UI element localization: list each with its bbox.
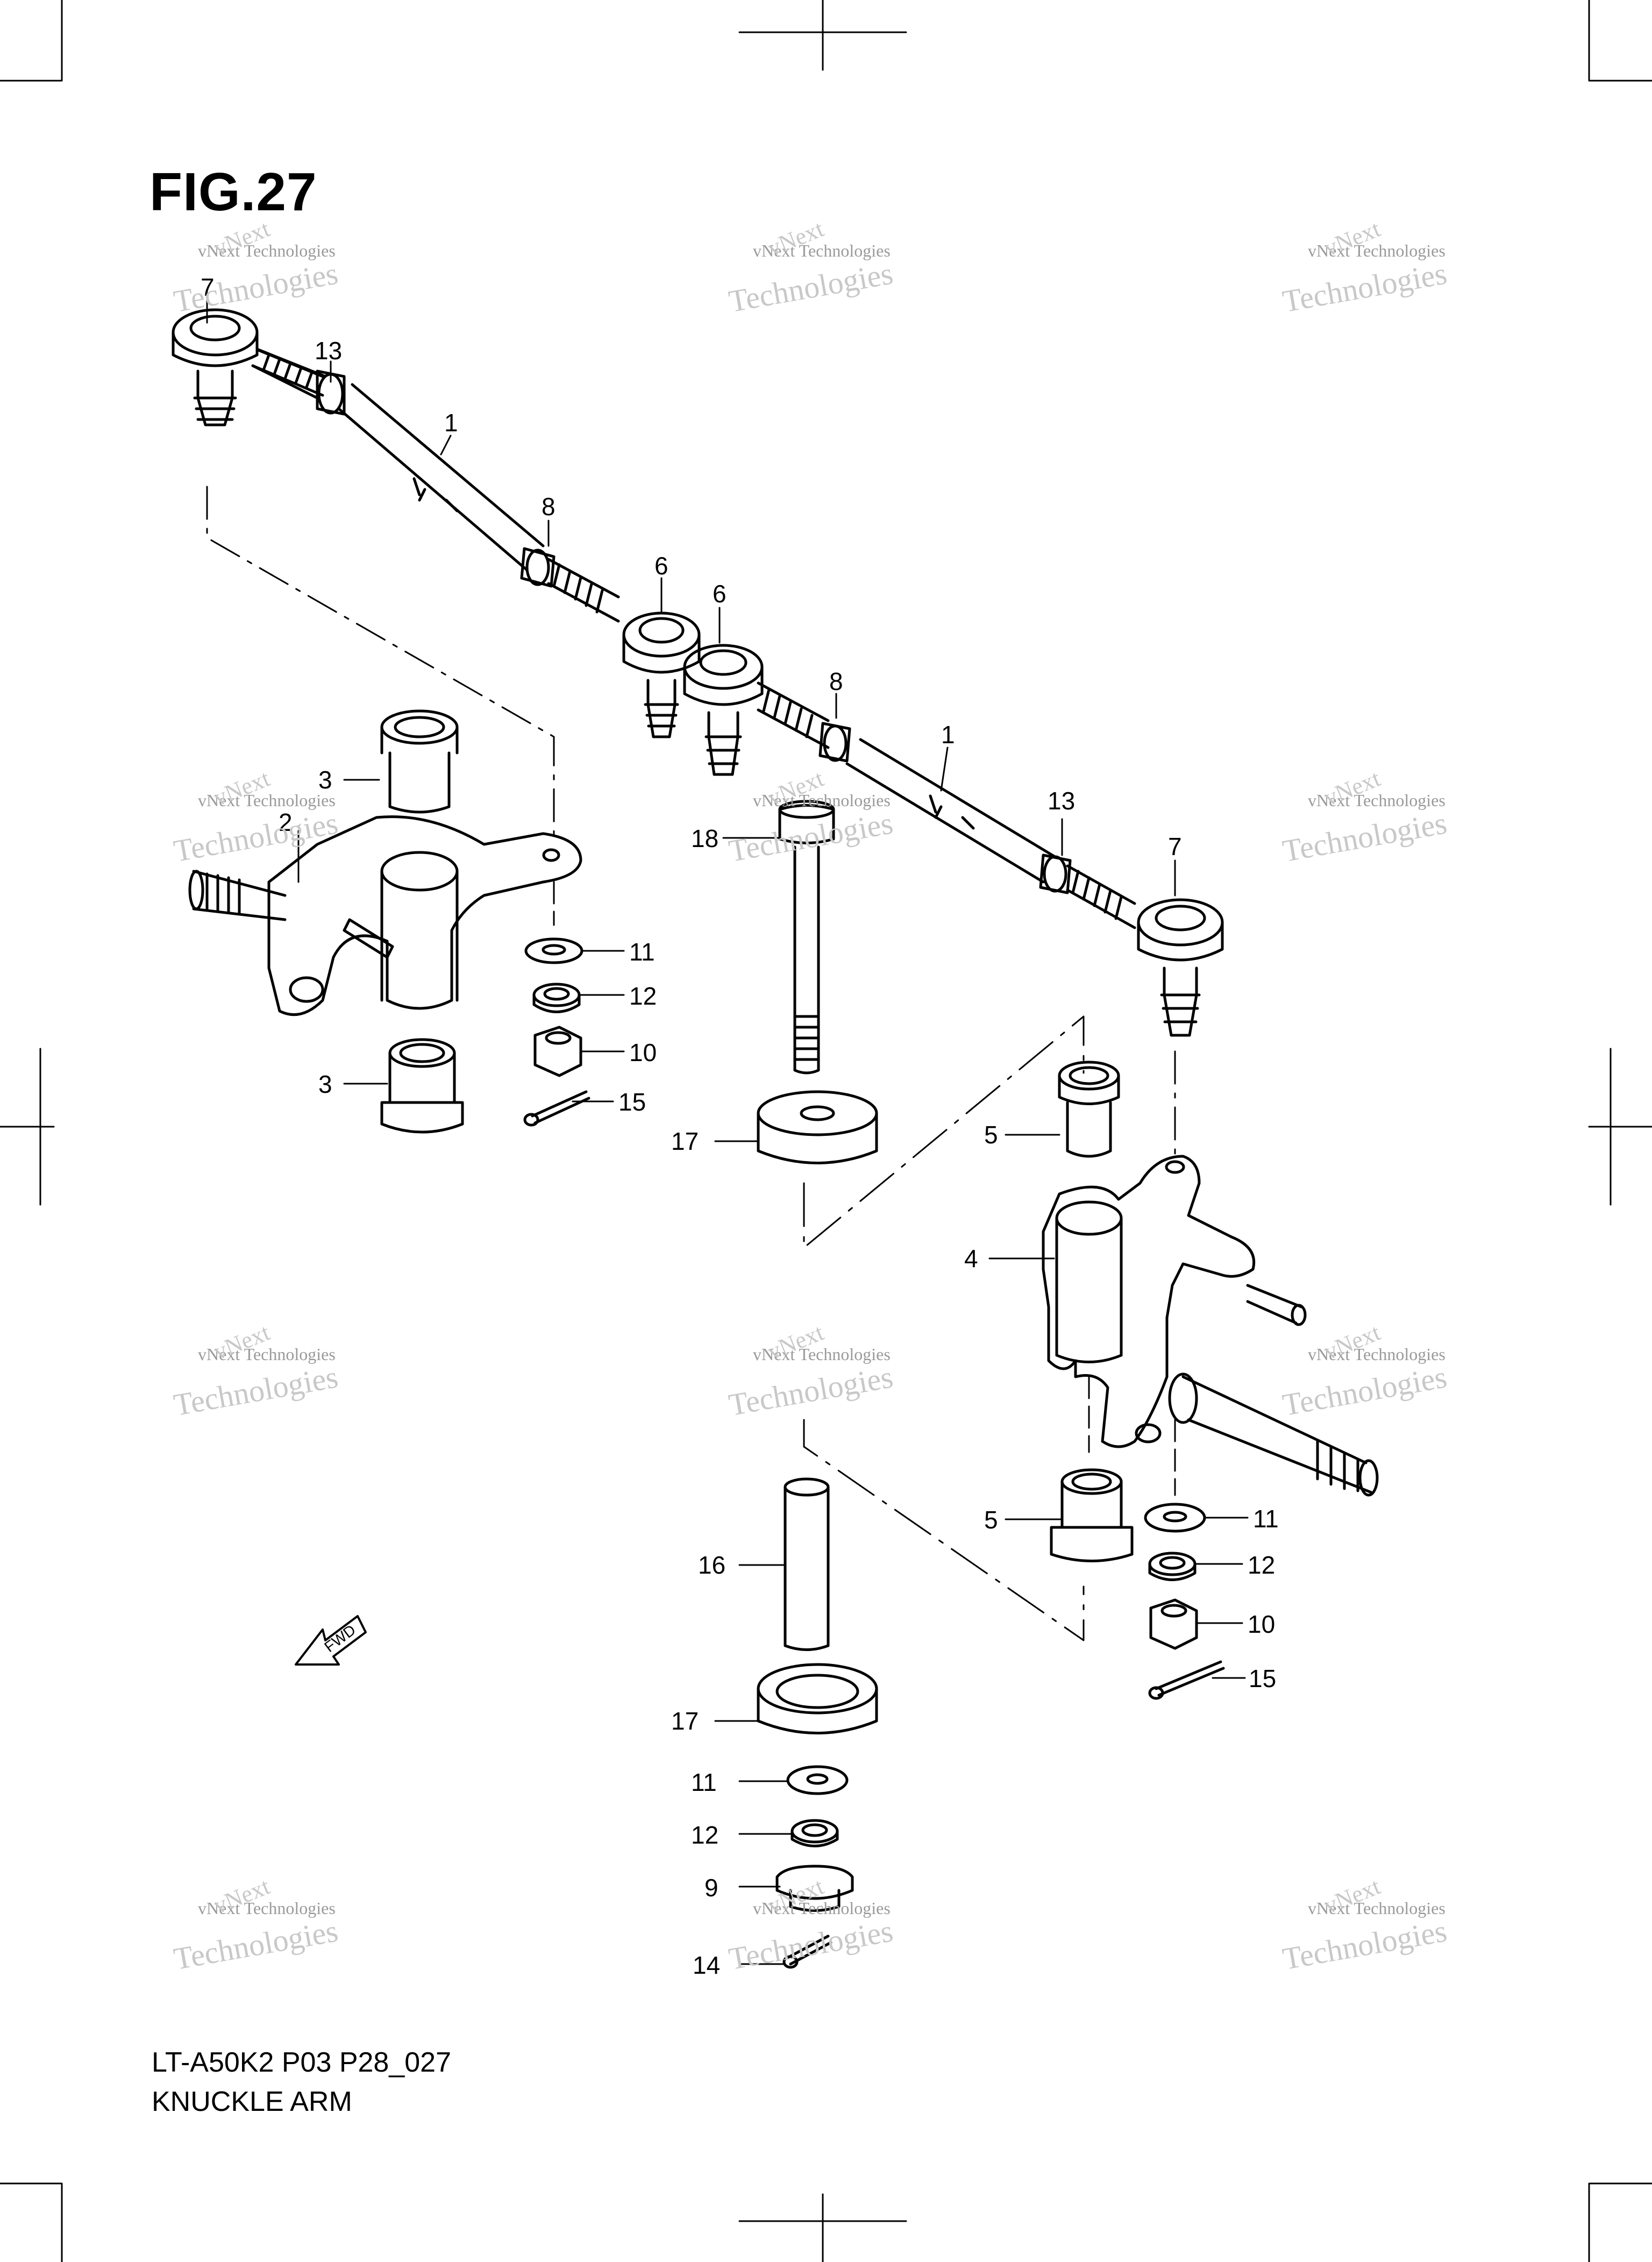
watermark-text: vNext Technologies [1308, 1345, 1446, 1364]
callout-18: 18 [691, 824, 718, 852]
callout-1: 1 [444, 409, 458, 437]
callout-1: 1 [941, 721, 955, 749]
caption-model-code: LT-A50K2 P03 P28_027 [152, 2047, 452, 2078]
callout-5: 5 [984, 1121, 998, 1149]
callout-11: 11 [629, 938, 655, 966]
callout-15: 15 [1249, 1665, 1276, 1692]
watermark-text: vNext Technologies [753, 1345, 891, 1364]
callout-11: 11 [1253, 1505, 1279, 1533]
fwd-arrow: FWD [295, 1615, 367, 1666]
watermark-text: vNext Technologies [198, 1898, 336, 1918]
watermark-text: vNext Technologies [198, 1345, 336, 1364]
watermark-text: vNext Technologies [753, 241, 891, 260]
callout-7: 7 [1168, 833, 1182, 860]
callout-labels: 7 13 1 8 6 6 8 1 13 7 3 2 3 11 12 10 15 … [201, 273, 1279, 1979]
callout-17: 17 [671, 1707, 699, 1735]
assembly-line-left [206, 486, 555, 840]
watermark-text: vNext Technologies [753, 1898, 891, 1918]
knuckle-arm-right [1042, 1061, 1379, 1562]
callout-4: 4 [964, 1244, 978, 1272]
callout-10: 10 [629, 1038, 657, 1066]
callout-8: 8 [829, 667, 843, 695]
watermark-text: vNext Technologies [1308, 791, 1446, 810]
callout-3: 3 [318, 1070, 332, 1098]
callout-16: 16 [698, 1551, 725, 1579]
callout-15: 15 [618, 1088, 646, 1116]
left-hardware-stack [523, 881, 590, 1127]
watermark-text: vNext Technologies [198, 791, 336, 810]
knuckle-arm-left [188, 709, 582, 1134]
watermark-text: vNext Technologies [753, 791, 891, 810]
callout-10: 10 [1248, 1610, 1275, 1638]
watermark-text: vNext Technologies [1308, 241, 1446, 260]
callout-3: 3 [318, 766, 332, 794]
callout-5: 5 [984, 1506, 998, 1534]
callout-2: 2 [279, 808, 293, 836]
callout-12: 12 [629, 982, 657, 1010]
tie-rod-lower [683, 644, 1224, 1037]
callout-14: 14 [693, 1951, 720, 1979]
leader-lines [206, 297, 1249, 1965]
figure-title: FIG.27 [149, 162, 317, 222]
callout-17: 17 [671, 1127, 699, 1155]
callout-6: 6 [654, 552, 668, 580]
tie-rod-upper [172, 308, 701, 738]
callout-11: 11 [691, 1768, 717, 1796]
callout-6: 6 [713, 580, 727, 608]
right-hardware-stack [1088, 1376, 1225, 1700]
callout-9: 9 [704, 1874, 718, 1902]
assembly-line-center-bottom [803, 1419, 1085, 1641]
watermark-text: vNext Technologies [1308, 1898, 1446, 1918]
callout-12: 12 [691, 1821, 718, 1849]
callout-13: 13 [315, 337, 342, 365]
center-pivot [757, 800, 878, 1969]
callout-12: 12 [1248, 1551, 1275, 1579]
watermark-text: vNext Technologies [198, 241, 336, 260]
callout-7: 7 [201, 273, 215, 301]
callout-8: 8 [542, 493, 556, 521]
caption-part-name: KNUCKLE ARM [152, 2086, 352, 2117]
callout-13: 13 [1048, 787, 1075, 815]
assembly-line-center-top [803, 1015, 1085, 1249]
